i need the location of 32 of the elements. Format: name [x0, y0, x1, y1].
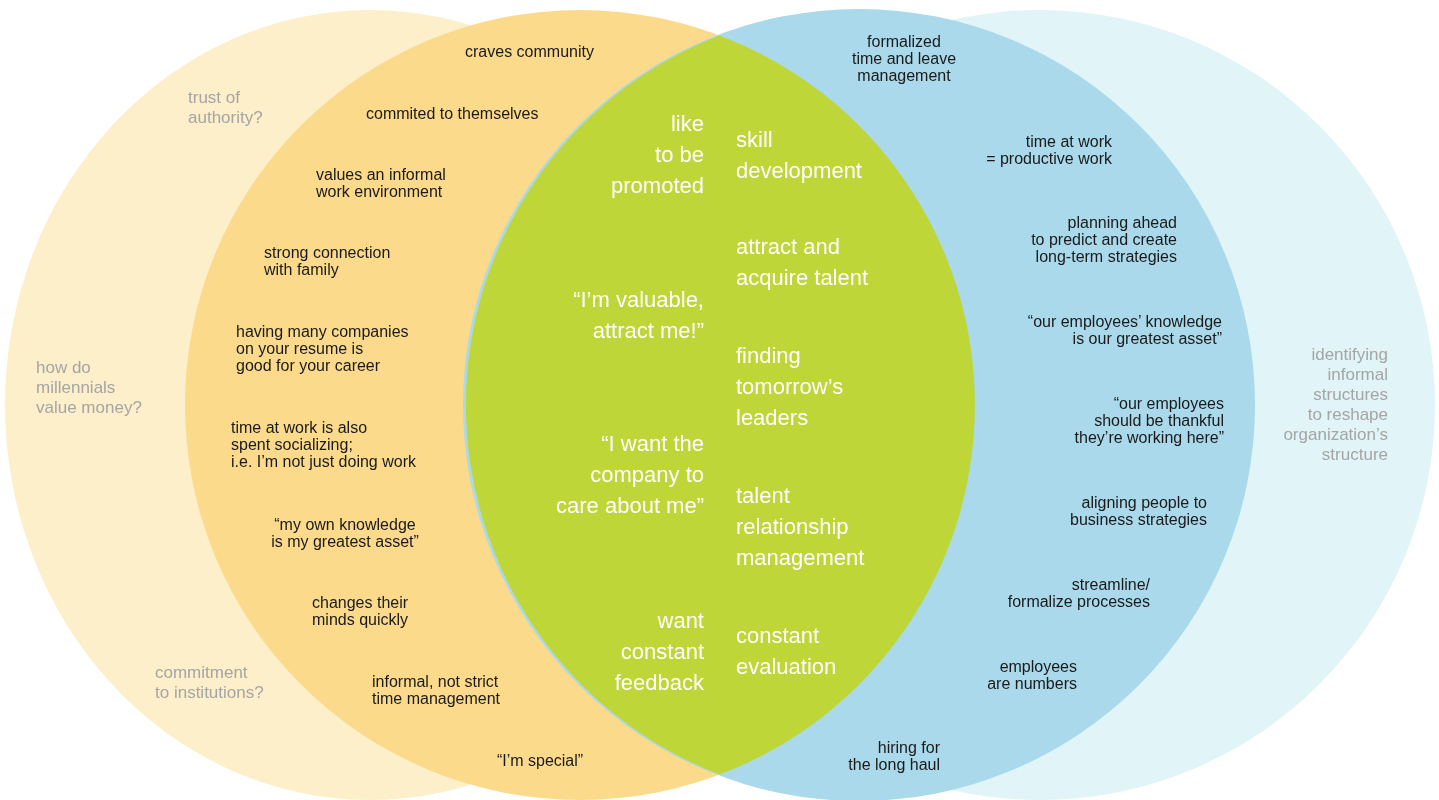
- region-label: skill development: [736, 126, 862, 185]
- region-label: “our employees should be thankful they’re working here”: [1074, 395, 1224, 446]
- region-label: time at work is also spent socializing; i.e. I’m not just doing work: [231, 419, 416, 470]
- region-label: informal, not strict time management: [372, 673, 501, 707]
- region-label: hiring for the long haul: [848, 739, 940, 773]
- region-label: time at work = productive work: [986, 133, 1112, 167]
- region-label: “our employees’ knowledge is our greatest asset”: [1027, 313, 1222, 347]
- region-label: strong connection with family: [264, 244, 391, 278]
- region-label: constant evaluation: [736, 622, 837, 681]
- region-label: having many companies on your resume is good for your career: [236, 323, 409, 374]
- region-label: “my own knowledge is my greatest asset”: [271, 516, 419, 550]
- region-label: commitment to institutions?: [155, 663, 264, 703]
- region-label: craves community: [465, 43, 594, 60]
- region-label: “I want the company to care about me”: [556, 430, 704, 520]
- region-label: how do millennials value money?: [36, 358, 142, 418]
- region-label: “I’m valuable, attract me!”: [573, 286, 704, 345]
- region-label: attract and acquire talent: [736, 233, 869, 292]
- region-label: employees are numbers: [987, 658, 1077, 692]
- region-label: finding tomorrow’s leaders: [736, 342, 844, 432]
- region-label: trust of authority?: [188, 88, 263, 128]
- region-label: planning ahead to predict and create long-term strategies: [1031, 214, 1177, 265]
- region-label: like to be promoted: [611, 110, 704, 200]
- region-label: identifying informal structures to reshape organization’s structure: [1283, 345, 1388, 465]
- region-label: values an informal work environment: [316, 166, 446, 200]
- region-label: changes their minds quickly: [312, 594, 409, 628]
- region-label: want constant feedback: [614, 607, 704, 697]
- region-label: commited to themselves: [366, 105, 539, 122]
- region-label: talent relationship management: [736, 482, 865, 572]
- region-label: aligning people to business strategies: [1070, 494, 1207, 528]
- region-label: streamline/ formalize processes: [1007, 576, 1150, 610]
- region-label: formalized time and leave management: [851, 33, 957, 84]
- region-label: “I’m special”: [496, 752, 584, 769]
